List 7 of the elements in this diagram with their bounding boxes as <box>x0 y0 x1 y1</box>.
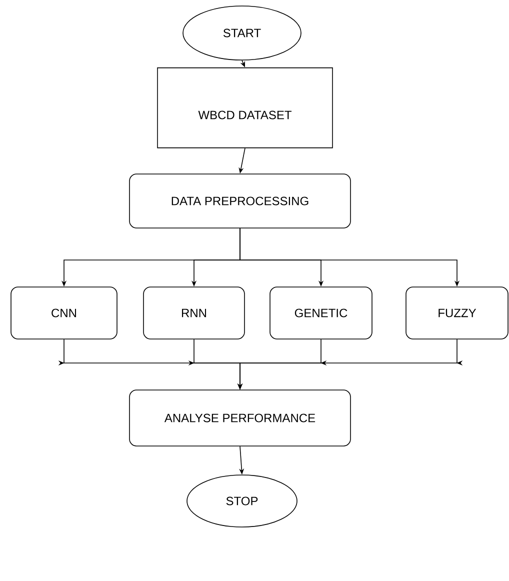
database-cylinder: WBCD DATASET <box>157 67 333 148</box>
process-box: CNN <box>10 286 118 340</box>
process-box: ANALYSE PERFORMANCE <box>129 390 351 446</box>
process-box: DATA PREPROCESSING <box>129 174 351 228</box>
process-box: RNN <box>143 286 245 340</box>
process-box: FUZZY <box>406 286 508 340</box>
process-box: GENETIC <box>270 286 372 340</box>
